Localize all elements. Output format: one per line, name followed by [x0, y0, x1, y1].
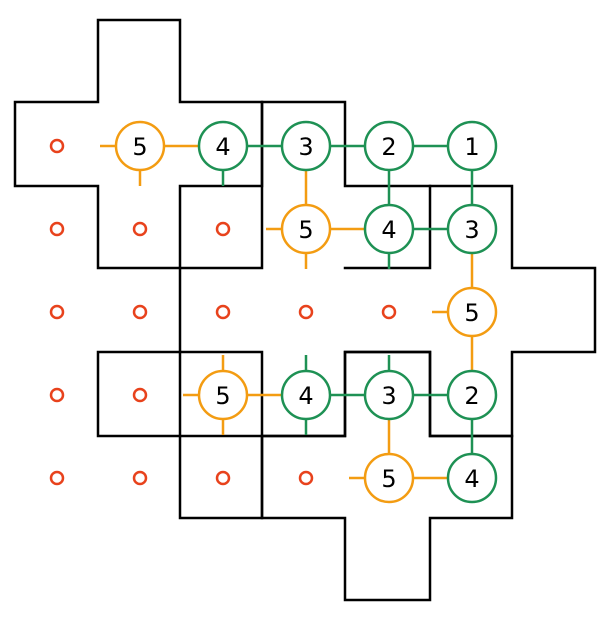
node-number: 5 [464, 299, 479, 327]
node-circle [363, 452, 415, 504]
green-node[interactable]: 3 [446, 203, 498, 255]
node-number: 4 [381, 216, 396, 244]
node-circle [197, 369, 249, 421]
empty-cell-marker[interactable] [215, 470, 231, 486]
empty-cell-marker[interactable] [49, 304, 65, 320]
empty-cell-marker[interactable] [132, 221, 148, 237]
node-number: 1 [464, 133, 479, 161]
green-node[interactable]: 3 [363, 355, 415, 421]
green-node[interactable]: 4 [280, 355, 332, 435]
node-circle [363, 203, 415, 255]
node-circle [114, 120, 166, 172]
node-number: 2 [381, 133, 396, 161]
node-circle [446, 120, 498, 172]
node-number: 2 [464, 382, 479, 410]
node-number: 5 [215, 382, 230, 410]
node-number: 4 [298, 382, 313, 410]
node-number: 4 [215, 133, 230, 161]
empty-cell-marker[interactable] [49, 470, 65, 486]
empty-cell-marker[interactable] [49, 138, 65, 154]
empty-cell-marker[interactable] [215, 221, 231, 237]
empty-cell-marker[interactable] [215, 304, 231, 320]
node-number: 5 [381, 465, 396, 493]
empty-cell-marker[interactable] [49, 387, 65, 403]
node-number: 3 [298, 133, 313, 161]
orange-node[interactable]: 5 [349, 452, 415, 504]
orange-node[interactable]: 5 [183, 355, 249, 435]
green-node[interactable]: 1 [446, 120, 498, 172]
orange-node[interactable]: 5 [100, 120, 166, 186]
node-circle [446, 452, 498, 504]
empty-cell-marker[interactable] [132, 470, 148, 486]
node-links [164, 144, 474, 480]
empty-cell-marker[interactable] [381, 304, 397, 320]
node-number: 3 [464, 216, 479, 244]
node-number: 5 [298, 216, 313, 244]
orange-node[interactable]: 5 [266, 203, 332, 269]
green-node[interactable]: 2 [363, 120, 415, 172]
green-node[interactable]: 3 [280, 120, 332, 172]
node-circle [363, 120, 415, 172]
green-node[interactable]: 4 [363, 203, 415, 269]
node-number: 3 [381, 382, 396, 410]
node-circle [446, 203, 498, 255]
region-outline [96, 350, 182, 438]
node-number: 4 [464, 465, 479, 493]
node-circle [446, 286, 498, 338]
green-node[interactable]: 4 [197, 120, 249, 186]
region-outlines [13, 18, 597, 602]
empty-cell-marker[interactable] [132, 387, 148, 403]
region-outline [343, 184, 432, 270]
node-circle [197, 120, 249, 172]
node-circle [363, 369, 415, 421]
node-grid: 5 4 3 2 1 5 4 3 5 5 4 3 2 5 4 [49, 120, 498, 504]
empty-cell-marker[interactable] [298, 304, 314, 320]
node-circle [280, 203, 332, 255]
node-number: 5 [132, 133, 147, 161]
green-node[interactable]: 4 [446, 452, 498, 504]
node-circle [280, 369, 332, 421]
empty-cell-marker[interactable] [132, 304, 148, 320]
node-circle [446, 369, 498, 421]
node-circle [280, 120, 332, 172]
empty-cell-marker[interactable] [49, 221, 65, 237]
empty-cell-marker[interactable] [298, 470, 314, 486]
orange-node[interactable]: 5 [432, 286, 498, 338]
region-outline [178, 434, 264, 520]
green-node[interactable]: 2 [446, 369, 498, 421]
